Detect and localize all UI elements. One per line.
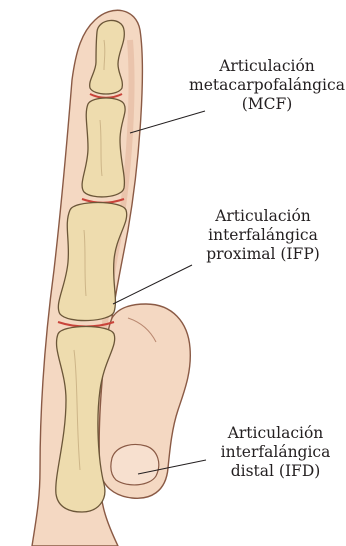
label-ifp-line2: interfalángica [188,226,338,245]
label-mcf-line2: metacarpofalángica [188,76,346,95]
label-mcf-line3: (MCF) [188,95,346,114]
label-ifp-line3: proximal (IFP) [188,245,338,264]
label-ifd-line1: Articulación [203,424,346,443]
bone-middle-phalanx [82,98,125,197]
label-ifp: Articulación interfalángica proximal (IF… [188,207,338,264]
label-mcf: Articulación metacarpofalángica (MCF) [188,57,346,114]
label-ifd-line3: distal (IFD) [203,462,346,481]
label-mcf-line1: Articulación [188,57,346,76]
leader-line-ifp [113,265,192,304]
label-ifd: Articulación interfalángica distal (IFD) [203,424,346,481]
label-ifp-line1: Articulación [188,207,338,226]
label-ifd-line2: interfalángica [203,443,346,462]
fingernail [111,445,159,485]
